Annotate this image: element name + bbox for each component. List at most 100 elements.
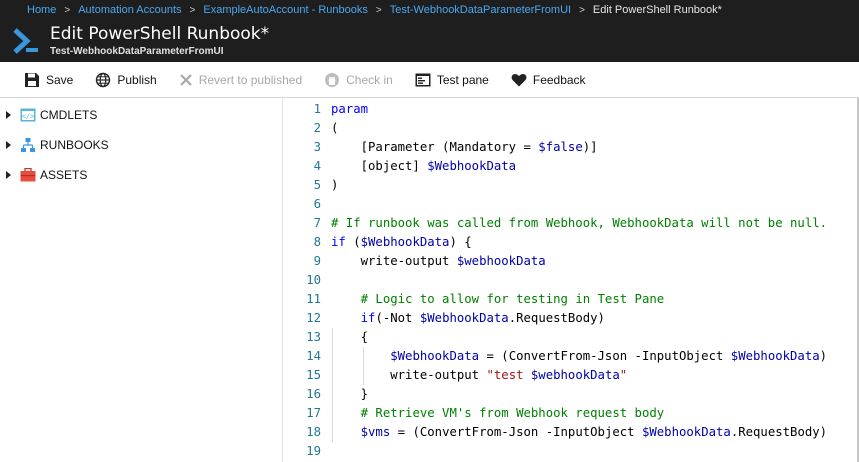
indent-guide xyxy=(363,347,364,385)
code-line[interactable]: 7 # If runbook was called from Webhook, W… xyxy=(283,214,859,233)
code-text: $WebhookData = (ConvertFrom-Json -InputO… xyxy=(390,349,828,363)
breadcrumb-home[interactable]: Home xyxy=(27,4,57,16)
tree-item-cmdlets[interactable]: </> CMDLETS xyxy=(6,105,97,125)
globe-icon xyxy=(96,72,111,87)
code-text: # Retrieve VM's from Webhook request bod… xyxy=(360,406,665,420)
cmdlet-icon: </> xyxy=(20,108,36,122)
expand-arrow-icon[interactable] xyxy=(6,141,11,149)
test-pane-icon xyxy=(415,73,431,86)
tree-label-cmdlets: CMDLETS xyxy=(40,108,98,122)
chevron-right-icon: > xyxy=(579,4,585,16)
line-number: 7 xyxy=(313,216,321,230)
code-line[interactable]: 11 # Logic to allow for testing in Test … xyxy=(283,290,859,309)
chevron-right-icon: > xyxy=(64,4,71,16)
tree-label-runbooks: RUNBOOKS xyxy=(40,138,109,152)
line-number: 8 xyxy=(313,235,321,249)
feedback-label: Feedback xyxy=(532,72,586,87)
save-icon xyxy=(25,72,39,87)
publish-button[interactable]: Publish xyxy=(95,72,157,88)
powershell-icon xyxy=(13,28,38,54)
tree-label-assets: ASSETS xyxy=(40,168,88,182)
breadcrumb-current: Edit PowerShell Runbook* xyxy=(592,4,722,16)
line-number: 4 xyxy=(313,159,321,173)
toolbox-icon xyxy=(20,168,36,182)
line-number: 13 xyxy=(306,330,321,344)
line-number: 2 xyxy=(313,121,321,135)
code-line[interactable]: 1 param xyxy=(283,100,859,119)
code-line[interactable]: 19 xyxy=(283,442,859,461)
check-in-label: Check in xyxy=(346,72,393,87)
line-number: 12 xyxy=(306,311,321,325)
tree-item-runbooks[interactable]: RUNBOOKS xyxy=(6,135,109,155)
code-line[interactable]: 12 if(-Not $WebhookData.RequestBody) xyxy=(283,309,859,328)
code-text: ) xyxy=(331,178,339,192)
code-line[interactable]: 14 $WebhookData = (ConvertFrom-Json -Inp… xyxy=(283,347,859,366)
test-pane-button[interactable]: Test pane xyxy=(415,73,489,87)
line-number: 19 xyxy=(306,444,321,458)
library-tree: </> CMDLETS RUNBOOKS ASSETS xyxy=(0,98,282,462)
tree-item-assets[interactable]: ASSETS xyxy=(6,165,87,185)
page-title: Edit PowerShell Runbook* xyxy=(50,23,270,44)
code-line[interactable]: 2( xyxy=(283,119,859,138)
github-icon xyxy=(325,72,340,87)
code-line[interactable]: 18 $vms = (ConvertFrom-Json -InputObject… xyxy=(283,423,859,442)
code-text: } xyxy=(331,387,369,401)
svg-text:</>: </> xyxy=(22,113,35,121)
code-text: # Logic to allow for testing in Test Pan… xyxy=(360,292,665,306)
code-line[interactable]: 6 xyxy=(283,195,859,214)
revert-to-published-button[interactable]: Revert to published xyxy=(179,73,302,87)
indent-guide xyxy=(332,328,333,442)
line-number: 1 xyxy=(313,102,321,116)
save-button[interactable]: Save xyxy=(24,72,73,88)
editor-scrollbar[interactable] xyxy=(857,98,859,462)
revert-label: Revert to published xyxy=(198,72,303,87)
line-number: 18 xyxy=(306,425,321,439)
line-number: 16 xyxy=(306,387,321,401)
line-number: 15 xyxy=(306,368,321,382)
code-line[interactable]: 8 if ($WebhookData) { xyxy=(283,233,859,252)
code-line[interactable]: 15 write-output "test $webhookData" xyxy=(283,366,859,385)
breadcrumb-runbook[interactable]: Test-WebhookDataParameterFromUI xyxy=(389,4,572,16)
line-number: 11 xyxy=(306,292,321,306)
check-in-button[interactable]: Check in xyxy=(324,72,393,88)
code-text: [object] $WebhookData xyxy=(331,159,517,173)
line-number: 6 xyxy=(313,197,321,211)
code-text: if ($WebhookData) { xyxy=(331,235,472,249)
code-line[interactable]: 16 } xyxy=(283,385,859,404)
breadcrumb-automation-accounts[interactable]: Automation Accounts xyxy=(78,4,182,16)
runbook-name: Test-WebhookDataParameterFromUI xyxy=(50,45,224,57)
command-bar: Save Publish Revert to published Check i… xyxy=(0,62,859,98)
breadcrumb: Home > Automation Accounts > ExampleAuto… xyxy=(0,0,859,20)
code-line[interactable]: 3 [Parameter (Mandatory = $false)] xyxy=(283,138,859,157)
code-line[interactable]: 4 [object] $WebhookData xyxy=(283,157,859,176)
expand-arrow-icon[interactable] xyxy=(6,171,11,179)
breadcrumb-runbooks[interactable]: ExampleAutoAccount - Runbooks xyxy=(203,4,368,16)
heart-icon xyxy=(511,73,527,86)
line-number: 14 xyxy=(306,349,321,363)
code-line[interactable]: 17 # Retrieve VM's from Webhook request … xyxy=(283,404,859,423)
code-line[interactable]: 13 { xyxy=(283,328,859,347)
blade-header: Edit PowerShell Runbook* Test-WebhookDat… xyxy=(0,20,859,62)
code-line[interactable]: 5) xyxy=(283,176,859,195)
line-number: 5 xyxy=(313,178,321,192)
code-text: [Parameter (Mandatory = $false)] xyxy=(331,140,598,154)
code-text: ( xyxy=(331,121,339,135)
pane-splitter[interactable] xyxy=(282,98,283,462)
save-label: Save xyxy=(46,72,74,87)
code-text: # If runbook was called from Webhook, We… xyxy=(331,216,828,230)
code-text: write-output "test $webhookData" xyxy=(331,368,628,382)
line-number: 9 xyxy=(313,254,321,268)
code-line[interactable]: 10 xyxy=(283,271,859,290)
code-text: write-output $webhookData xyxy=(331,254,546,268)
code-text: if(-Not $WebhookData.RequestBody) xyxy=(360,311,605,325)
code-text: param xyxy=(331,102,369,116)
line-number: 10 xyxy=(306,273,321,287)
code-line[interactable]: 9 write-output $webhookData xyxy=(283,252,859,271)
close-icon xyxy=(179,73,192,86)
chevron-right-icon: > xyxy=(375,4,382,16)
line-number: 3 xyxy=(313,140,321,154)
feedback-button[interactable]: Feedback xyxy=(511,73,586,87)
test-pane-label: Test pane xyxy=(436,72,489,87)
expand-arrow-icon[interactable] xyxy=(6,111,11,119)
